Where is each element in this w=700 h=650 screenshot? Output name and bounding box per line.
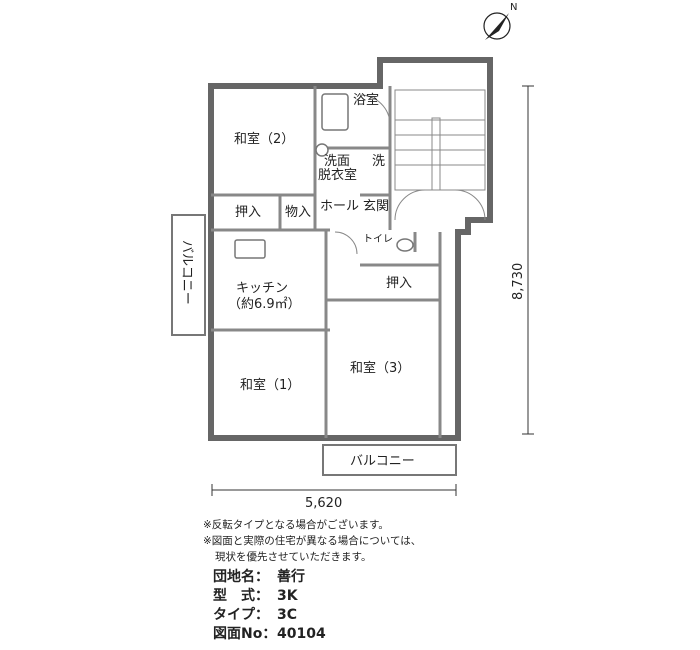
balcony-bottom-frame	[322, 444, 457, 476]
room-mono: 物入	[285, 205, 311, 220]
info-row: 型 式： 3K	[213, 587, 326, 606]
room-balcony-bottom: バルコニー	[350, 454, 415, 469]
room-hall: ホール	[320, 199, 359, 214]
kitchen-sink	[234, 239, 266, 259]
info-table: 団地名： 善行 型 式： 3K タイプ： 3C 図面No：40104	[213, 568, 326, 644]
washbasin	[315, 143, 329, 157]
north-arrow-pointer	[485, 13, 509, 40]
outer-walls	[208, 57, 493, 441]
dimension-height	[522, 85, 534, 435]
room-senmen-2: 脱衣室	[318, 167, 357, 183]
room-toilet: トイレ	[363, 234, 393, 245]
info-key: 団地名：	[213, 569, 269, 585]
info-row: タイプ： 3C	[213, 606, 326, 625]
compass: N	[483, 2, 517, 40]
room-oshiire-top: 押入	[235, 205, 261, 220]
room-laundry: 洗	[372, 154, 385, 169]
info-row: 団地名： 善行	[213, 568, 326, 587]
toilet-fixture	[396, 238, 414, 252]
note-3: 現状を優先させていただきます。	[215, 551, 372, 563]
room-genkan: 玄関	[363, 199, 389, 214]
notes: ※反転タイプとなる場合がございます。 ※図面と実際の住宅が異なる場合については、…	[203, 517, 421, 565]
room-kitchen-2: （約6.9㎡）	[228, 297, 301, 312]
info-row: 図面No：40104	[213, 625, 326, 644]
north-arrow-icon	[483, 12, 511, 40]
room-oshiire-mid: 押入	[386, 276, 412, 291]
room-bath: 浴室	[353, 92, 379, 108]
stairwell	[394, 89, 486, 191]
dimension-width-label: 5,620	[305, 496, 342, 511]
info-key: 図面No：	[213, 626, 277, 642]
balconies	[171, 214, 457, 476]
note-1: ※反転タイプとなる場合がございます。	[203, 519, 389, 531]
info-key: 型 式：	[213, 588, 269, 604]
fixtures	[234, 93, 414, 259]
room-washitsu-3: 和室（3）	[350, 360, 410, 376]
info-value: 3K	[277, 588, 298, 604]
room-balcony-left: バルコニー	[179, 240, 194, 305]
room-kitchen-1: キッチン	[236, 281, 288, 296]
info-value: 善行	[277, 569, 305, 585]
room-senmen-1: 洗面	[324, 154, 350, 169]
note-2: ※図面と実際の住宅が異なる場合については、	[203, 535, 422, 547]
info-value: 3C	[277, 607, 298, 623]
balcony-left-frame	[171, 214, 206, 336]
compass-north-label: N	[510, 2, 517, 13]
room-washitsu-2: 和室（2）	[234, 131, 294, 147]
info-key: タイプ：	[213, 607, 269, 623]
bathtub	[321, 93, 349, 131]
info-value: 40104	[277, 626, 326, 642]
room-washitsu-1: 和室（1）	[240, 377, 300, 393]
dimension-height-label: 8,730	[511, 263, 526, 300]
dimension-width	[211, 484, 457, 496]
door-swings	[334, 94, 486, 255]
